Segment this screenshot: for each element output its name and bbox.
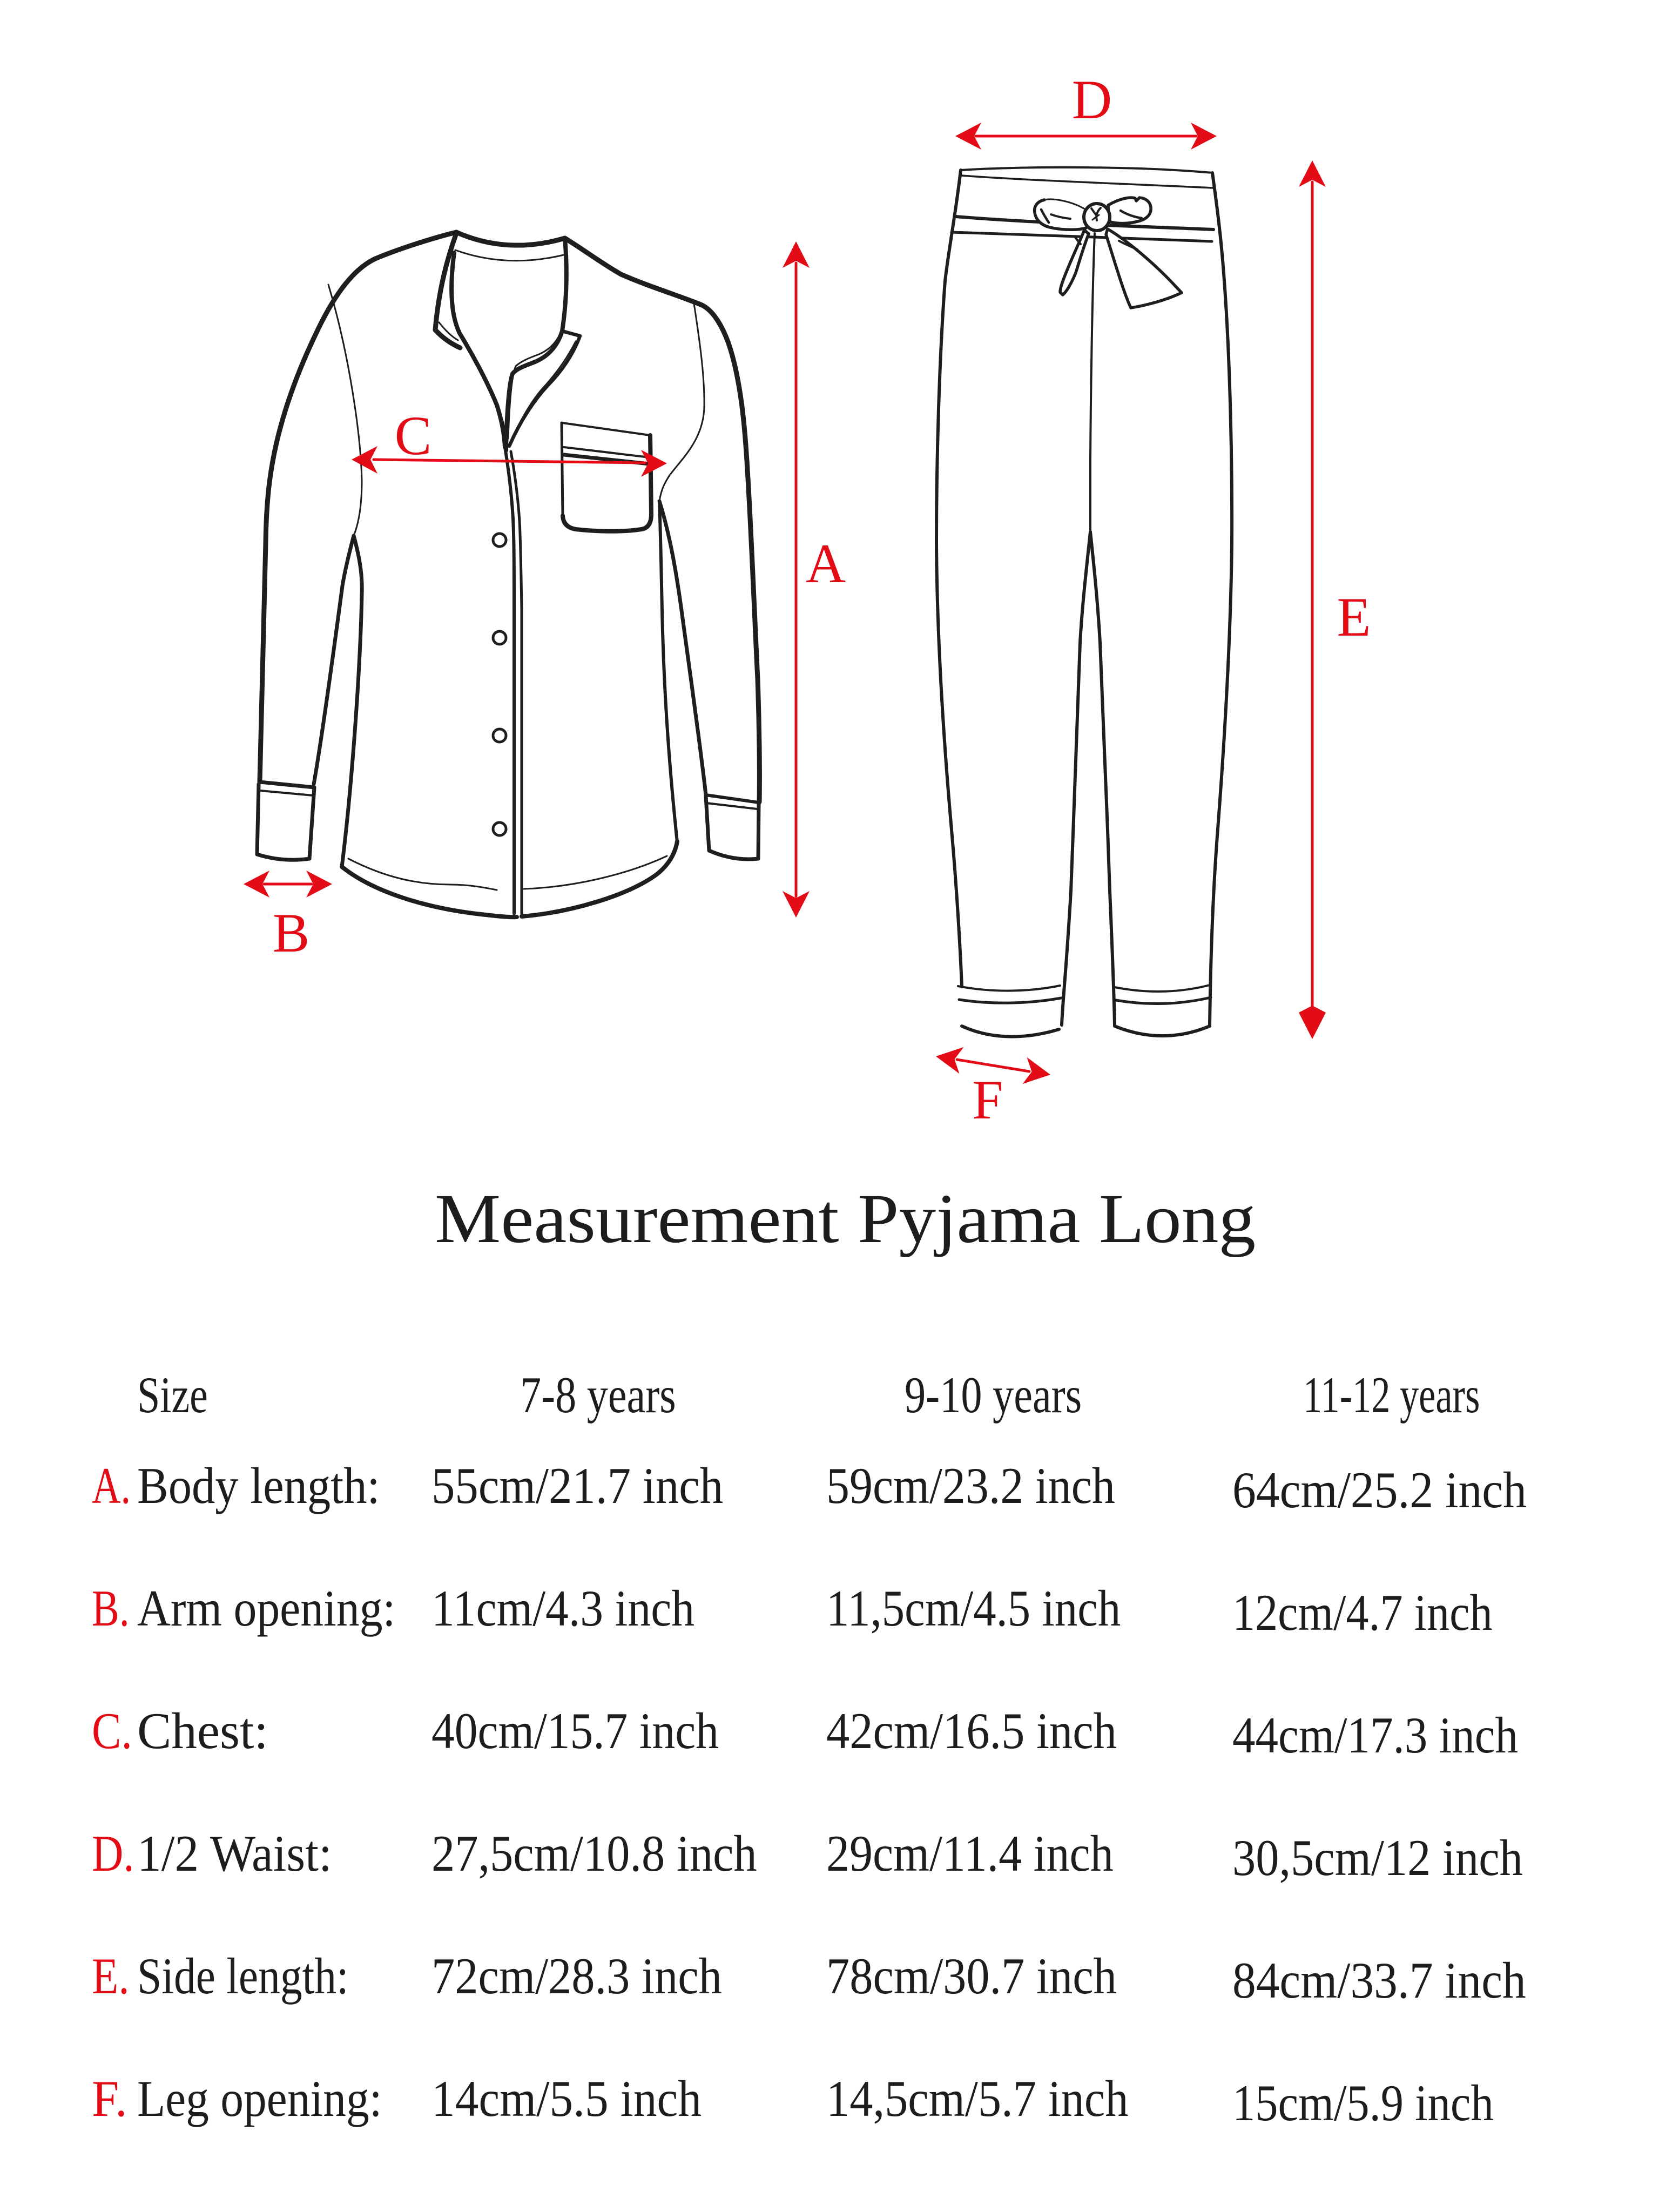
svg-text:C: C <box>395 405 432 467</box>
svg-text:E: E <box>1337 586 1371 648</box>
svg-text:F: F <box>972 1069 1003 1131</box>
svg-text:B: B <box>273 902 310 964</box>
svg-text:D: D <box>1072 69 1112 131</box>
svg-text:A: A <box>806 533 846 595</box>
